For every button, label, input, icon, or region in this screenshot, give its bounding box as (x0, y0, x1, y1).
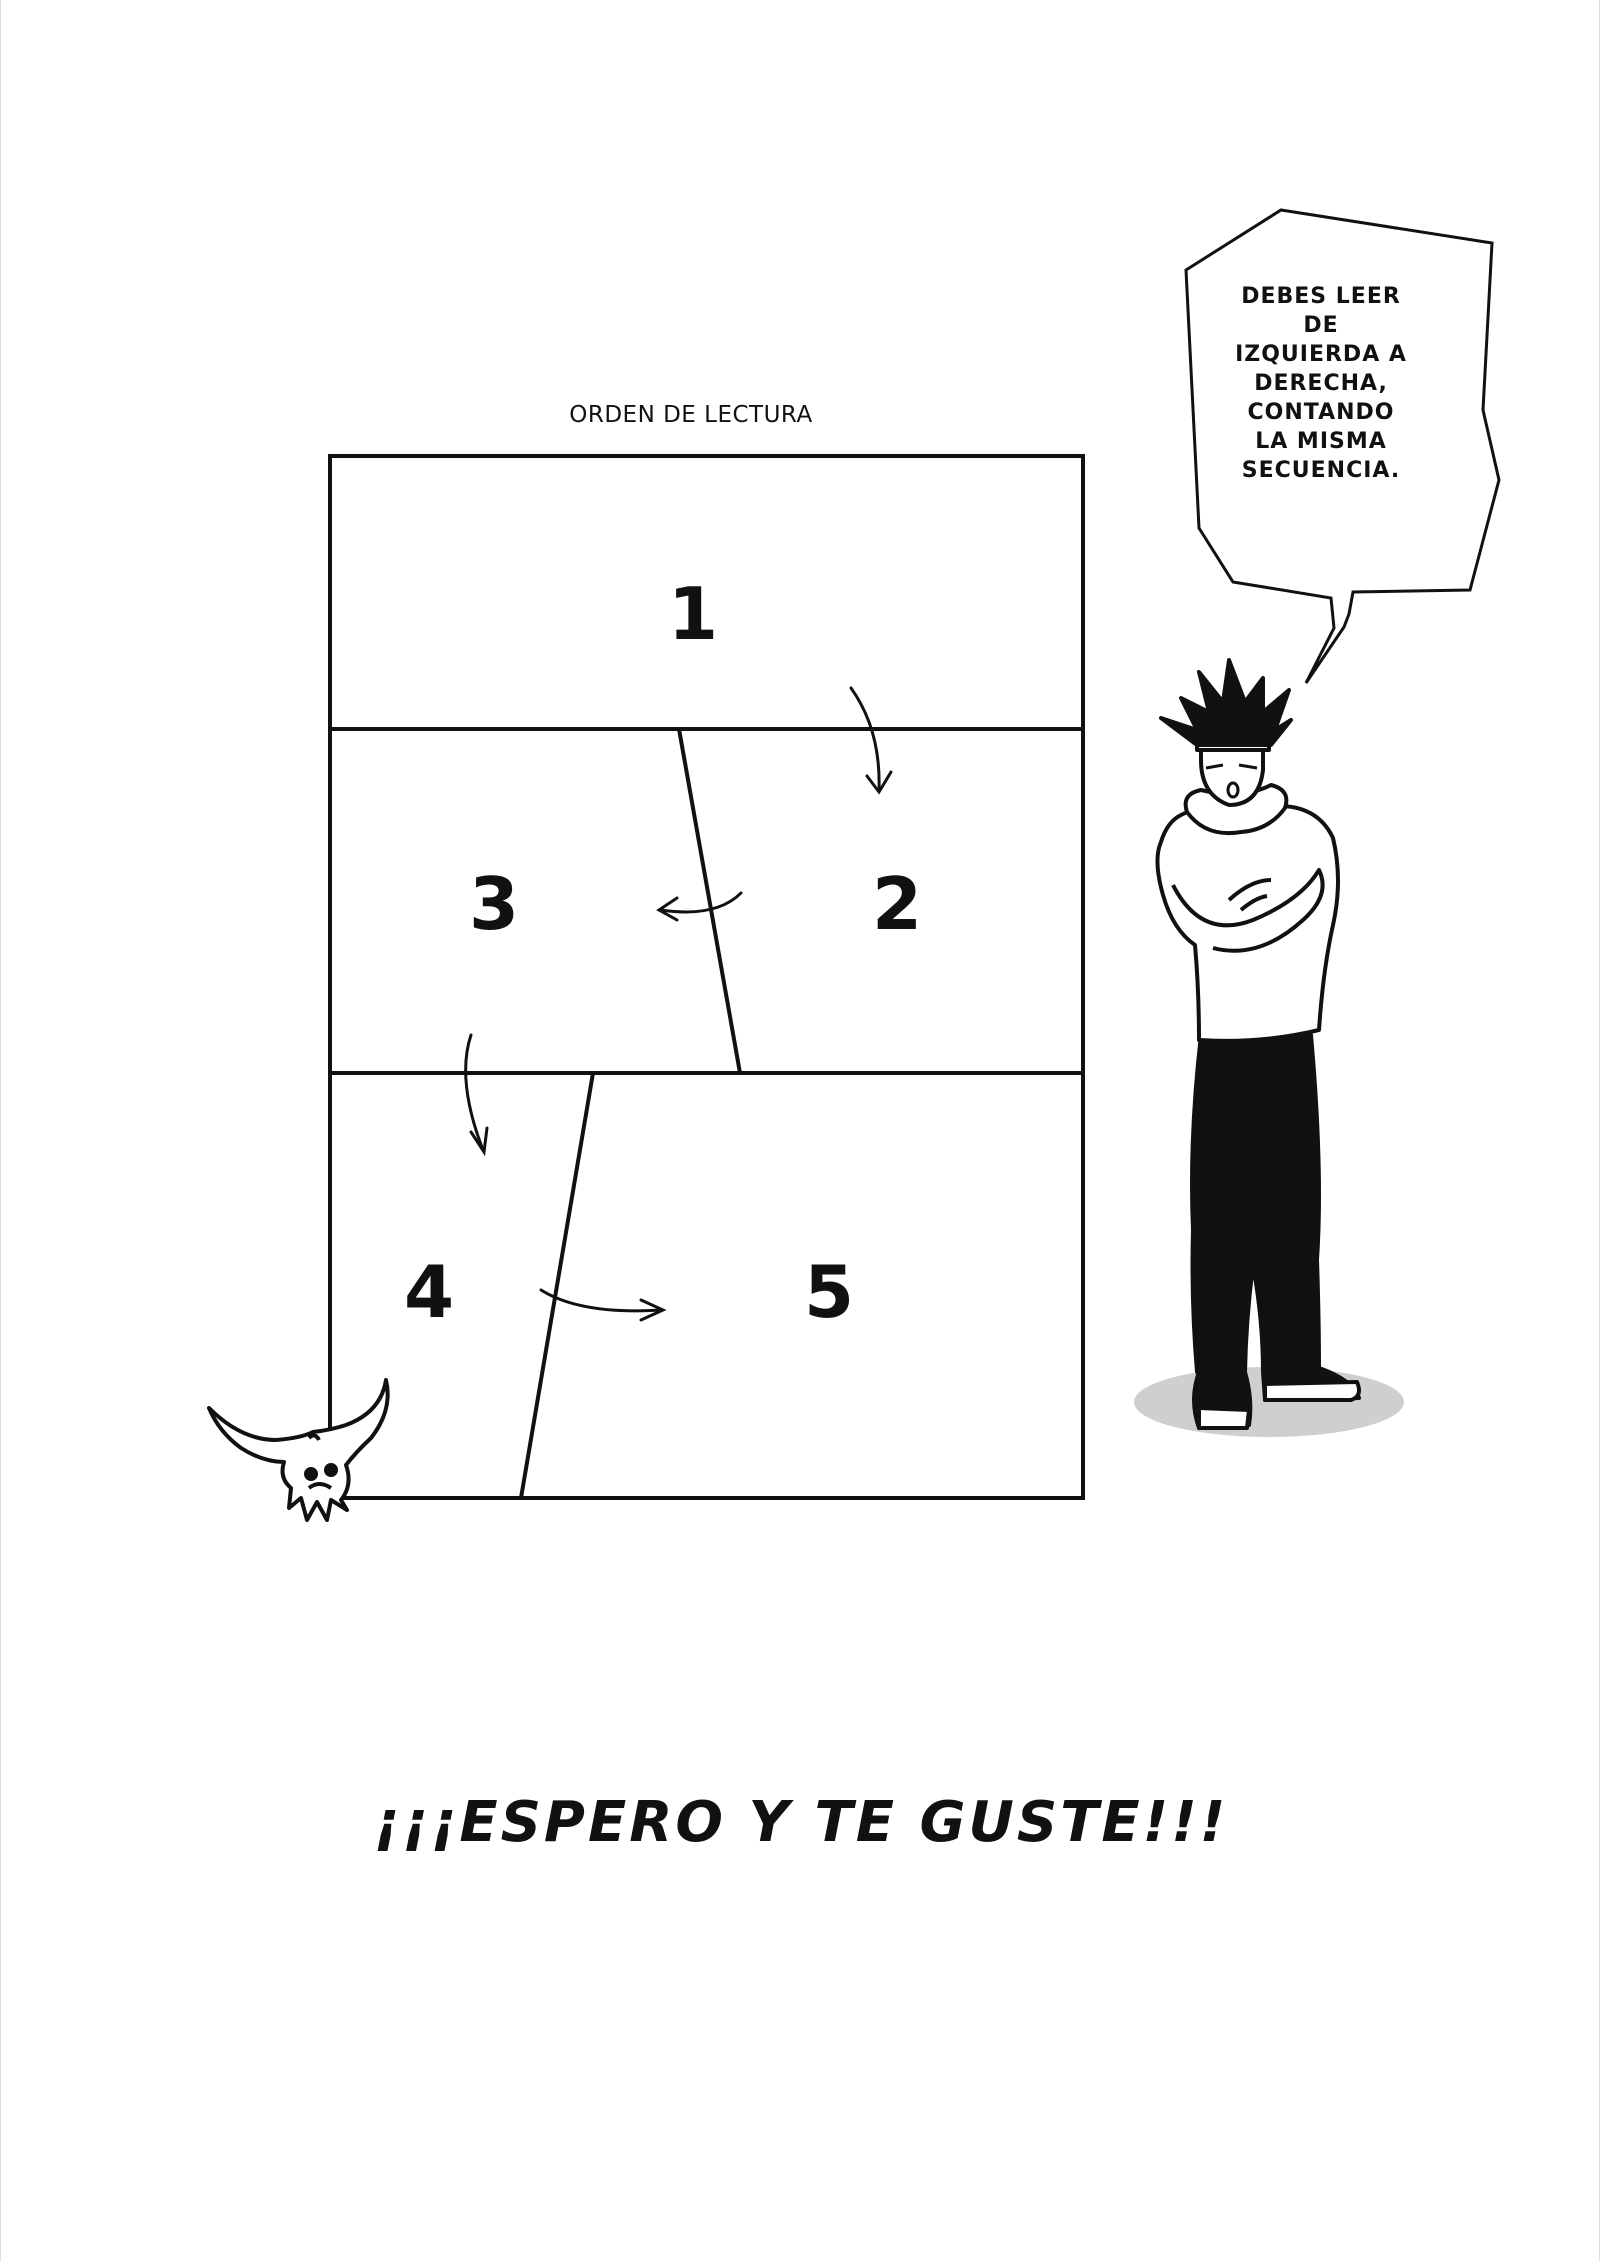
arrow-2-to-3 (659, 891, 743, 914)
speech-line: CONTANDO (1247, 400, 1395, 425)
speech-bubble (1184, 208, 1501, 684)
panel-number-2: 2 (871, 862, 923, 946)
reading-order-arrows (464, 686, 893, 1322)
speech-line: IZQUIERDA A (1235, 342, 1407, 367)
closing-message: ¡¡¡ESPERO Y TE GUSTE!!! (373, 1790, 1229, 1855)
panel-layout (328, 454, 1085, 1500)
panel-divider-4 (519, 1072, 595, 1499)
horned-skull-icon (207, 1378, 390, 1522)
character-illustration (1155, 658, 1361, 1430)
arrow-3-to-4 (464, 1033, 485, 1152)
arrow-1-to-2 (849, 686, 881, 792)
arrow-4-to-5-head (639, 1298, 667, 1322)
panel-number-5: 5 (803, 1250, 855, 1334)
arrow-2-to-3-head (656, 896, 679, 922)
arrow-1-to-2-head (865, 770, 893, 795)
arrow-4-to-5 (539, 1288, 663, 1313)
arrow-3-to-4-head (469, 1126, 489, 1157)
panel-border (328, 454, 1085, 1500)
speech-line: DERECHA, (1254, 371, 1388, 396)
panel-divider-3 (677, 728, 742, 1074)
speech-line: DEBES LEER (1241, 284, 1401, 309)
panel-number-1: 1 (667, 572, 719, 656)
panel-number-3: 3 (468, 862, 520, 946)
panel-number-4: 4 (403, 1250, 455, 1334)
reading-order-caption: ORDEN DE LECTURA (569, 402, 813, 428)
speech-line: DE (1303, 313, 1339, 338)
speech-bubble-text: DEBES LEER DE IZQUIERDA A DERECHA, CONTA… (1221, 282, 1421, 485)
speech-line: LA MISMA (1255, 429, 1387, 454)
speech-line: SECUENCIA. (1241, 458, 1401, 483)
